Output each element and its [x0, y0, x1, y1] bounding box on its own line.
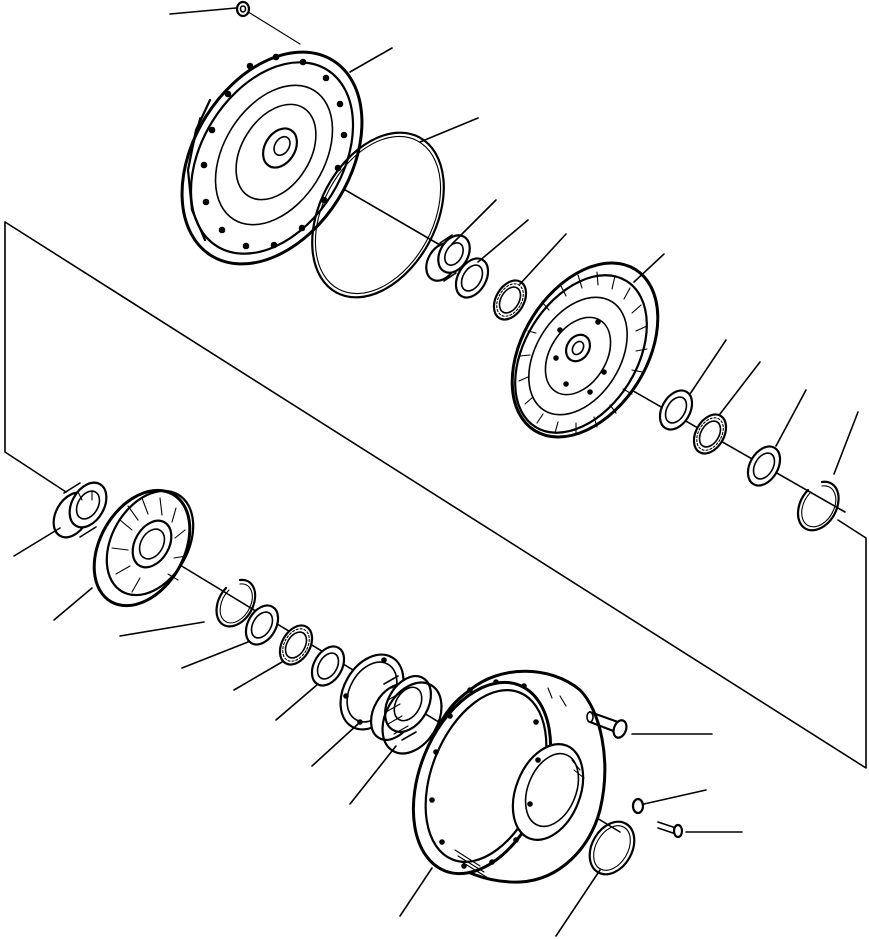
- drive-cover-bolt-holes: [200, 53, 348, 250]
- leader-lines: [13, 7, 859, 937]
- o-ring[interactable]: [285, 110, 470, 320]
- thrust-washer-b[interactable]: [653, 385, 698, 435]
- turbine[interactable]: [482, 237, 688, 464]
- thrust-bearing-c[interactable]: [273, 620, 318, 670]
- pump-impeller-bolt-holes: [429, 679, 541, 869]
- snap-ring-b[interactable]: [215, 578, 257, 628]
- thrust-bearing-b[interactable]: [687, 409, 732, 459]
- stator[interactable]: [75, 473, 211, 622]
- stator-vanes: [111, 497, 187, 593]
- drive-cover[interactable]: [145, 19, 399, 297]
- thrust-washer-a[interactable]: [449, 253, 494, 303]
- pump-impeller-details: [454, 687, 585, 879]
- group-bracket: [4, 221, 867, 769]
- turbine-vanes: [518, 271, 648, 435]
- thrust-washer-c[interactable]: [741, 441, 786, 491]
- needle-bearing[interactable]: [420, 230, 476, 287]
- one-way-clutch-race[interactable]: [46, 476, 114, 544]
- pump-impeller[interactable]: [387, 662, 607, 894]
- thrust-bearing-a[interactable]: [487, 275, 532, 325]
- bolt-large[interactable]: [586, 710, 629, 740]
- thrust-washer-d[interactable]: [239, 600, 284, 650]
- bolt-small[interactable]: [657, 821, 684, 839]
- snap-ring-a[interactable]: [796, 480, 840, 532]
- thrust-washer-e[interactable]: [305, 641, 350, 691]
- washer-small[interactable]: [631, 797, 645, 815]
- turbine-rivets: [553, 319, 607, 395]
- nut-top[interactable]: [235, 0, 251, 18]
